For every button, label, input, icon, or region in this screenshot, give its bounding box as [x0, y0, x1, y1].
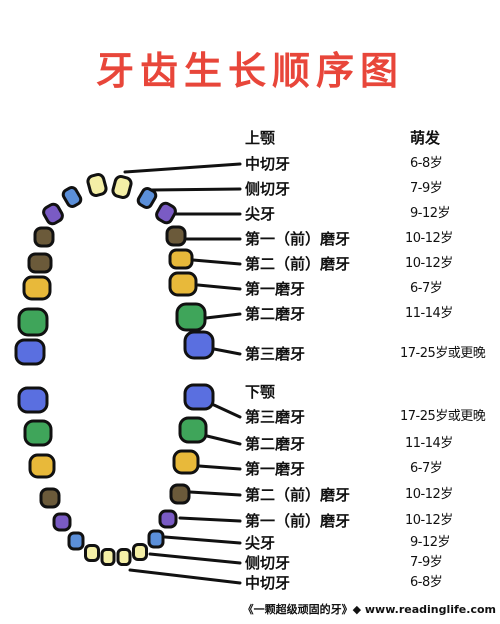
- lower-age-second-premolar: 10-12岁: [405, 487, 453, 502]
- lower-label-first-molar: 第一磨牙: [245, 460, 306, 478]
- lower-tooth-0: [17, 386, 49, 414]
- upper-jaw-header: 上颚: [245, 129, 276, 147]
- lower-tooth-9: [158, 509, 178, 529]
- upper-tooth-first-premolar-2-left: [27, 252, 53, 274]
- leader-lower-second-molar: [205, 434, 242, 446]
- upper-label-second-premolar: 第二（前）磨牙: [245, 255, 351, 273]
- upper-label-central-incisor: 中切牙: [245, 155, 291, 173]
- lower-tooth-8: [52, 512, 72, 532]
- upper-label-first-molar: 第一磨牙: [245, 280, 306, 298]
- upper-label-second-molar: 第二磨牙: [245, 305, 306, 323]
- leader-lower-central-incisor: [128, 568, 242, 585]
- upper-tooth-lateral-incisor-left: [61, 185, 83, 209]
- lower-label-first-premolar: 第一（前）磨牙: [245, 512, 351, 530]
- upper-tooth-first-premolar-right: [165, 225, 187, 247]
- upper-tooth-second-premolar-2-right: [168, 271, 198, 297]
- upper-age-third-molar: 17-25岁或更晚: [400, 346, 486, 361]
- upper-label-lateral-incisor: 侧切牙: [245, 180, 291, 198]
- upper-age-first-molar: 6-7岁: [410, 281, 443, 296]
- leader-upper-central-incisor: [123, 162, 242, 174]
- upper-tooth-first-premolar-left: [33, 226, 55, 248]
- upper-age-lateral-incisor: 7-9岁: [410, 181, 443, 196]
- upper-age-second-molar: 11-14岁: [405, 306, 453, 321]
- leader-lower-first-premolar: [178, 516, 242, 523]
- upper-tooth-canine-right: [155, 201, 177, 225]
- upper-age-second-premolar: 10-12岁: [405, 256, 453, 271]
- upper-label-first-premolar: 第一（前）磨牙: [245, 230, 351, 248]
- lower-tooth-11: [147, 529, 165, 549]
- lower-tooth-10: [67, 531, 85, 551]
- lower-tooth-14: [100, 548, 116, 566]
- upper-tooth-third-molar-right: [183, 330, 215, 360]
- upper-age-first-premolar: 10-12岁: [405, 231, 453, 246]
- lower-tooth-4: [28, 453, 56, 479]
- leader-upper-first-molar: [196, 283, 242, 291]
- lower-tooth-13: [132, 543, 148, 561]
- upper-tooth-second-premolar-right: [168, 248, 194, 270]
- page-title: 牙齿生长顺序图: [95, 49, 404, 93]
- footer-credit: 《一颗超级顽固的牙》◆ www.readinglife.com: [242, 603, 496, 616]
- upper-tooth-third-molar-left: [14, 338, 46, 366]
- leader-lower-canine: [163, 535, 242, 545]
- lower-label-canine: 尖牙: [245, 534, 276, 552]
- lower-age-second-molar: 11-14岁: [405, 436, 453, 451]
- leader-upper-third-molar: [212, 347, 242, 356]
- lower-age-first-premolar: 10-12岁: [405, 513, 453, 528]
- upper-tooth-second-premolar-left: [22, 275, 52, 301]
- leader-upper-second-molar: [204, 312, 242, 320]
- lower-tooth-12: [84, 544, 100, 562]
- leader-upper-lateral-incisor: [150, 187, 242, 192]
- upper-label-third-molar: 第三磨牙: [245, 345, 306, 363]
- eruption-header: 萌发: [410, 129, 441, 147]
- lower-label-second-molar: 第二磨牙: [245, 435, 306, 453]
- upper-tooth-central-incisor-left: [86, 173, 108, 197]
- upper-label-canine: 尖牙: [245, 205, 276, 223]
- lower-label-second-premolar: 第二（前）磨牙: [245, 486, 351, 504]
- lower-label-lateral-incisor: 侧切牙: [245, 554, 291, 572]
- lower-age-third-molar: 17-25岁或更晚: [400, 409, 486, 424]
- upper-tooth-canine-left: [42, 202, 64, 226]
- lower-label-third-molar: 第三磨牙: [245, 408, 306, 426]
- lower-tooth-2: [23, 419, 53, 447]
- lower-tooth-7: [169, 483, 191, 505]
- upper-tooth-first-molar-2-right: [175, 302, 207, 332]
- leader-lower-second-premolar: [188, 490, 242, 497]
- lower-age-lateral-incisor: 7-9岁: [410, 555, 443, 570]
- lower-tooth-1: [183, 383, 215, 411]
- upper-age-central-incisor: 6-8岁: [410, 156, 443, 171]
- upper-tooth-first-molar-left: [17, 307, 49, 337]
- lower-label-central-incisor: 中切牙: [245, 574, 291, 592]
- leader-lower-first-molar: [197, 464, 242, 471]
- upper-tooth-central-incisor-right: [111, 175, 133, 199]
- leader-lower-third-molar: [212, 403, 242, 419]
- lower-age-first-molar: 6-7岁: [410, 461, 443, 476]
- leader-lower-lateral-incisor: [148, 552, 242, 565]
- lower-age-canine: 9-12岁: [410, 535, 451, 550]
- lower-tooth-6: [39, 487, 61, 509]
- lower-tooth-3: [178, 416, 208, 444]
- upper-age-canine: 9-12岁: [410, 206, 451, 221]
- lower-tooth-15: [116, 548, 132, 566]
- lower-tooth-5: [172, 449, 200, 475]
- lower-age-central-incisor: 6-8岁: [410, 575, 443, 590]
- leader-upper-second-premolar: [191, 258, 242, 266]
- lower-jaw-header: 下颚: [245, 383, 276, 401]
